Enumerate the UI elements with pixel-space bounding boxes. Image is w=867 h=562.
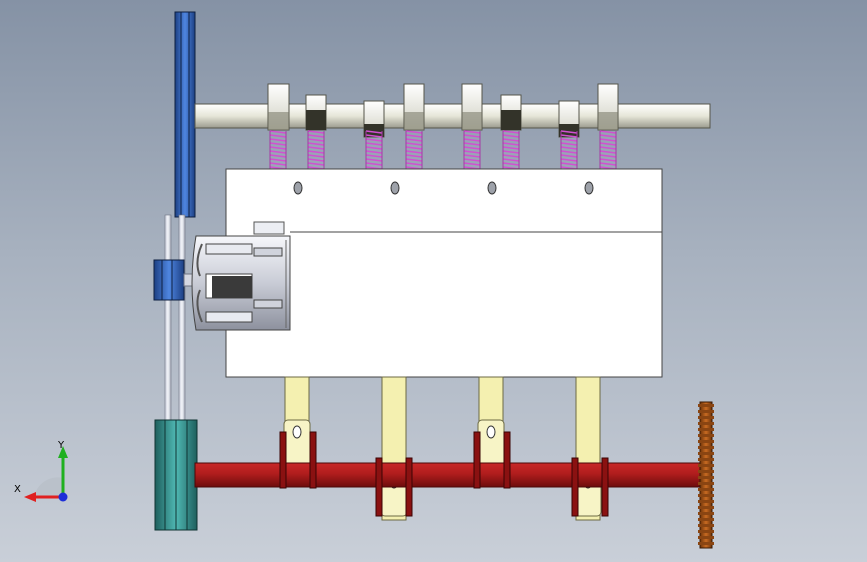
cam-lobe bbox=[363, 100, 385, 138]
cam-lobe bbox=[558, 100, 580, 138]
engine-block[interactable] bbox=[225, 168, 663, 378]
valve-spring bbox=[307, 130, 325, 170]
valve-spring bbox=[463, 130, 481, 170]
valve-spring bbox=[269, 130, 287, 170]
connecting-rod bbox=[283, 376, 311, 471]
connecting-rod bbox=[477, 376, 505, 471]
crankshaft-pulley[interactable] bbox=[154, 419, 198, 531]
cam-lobes[interactable] bbox=[267, 83, 619, 138]
crank-web bbox=[571, 457, 609, 517]
valve-spring bbox=[405, 130, 423, 170]
idler-pulley[interactable] bbox=[153, 259, 199, 301]
connecting-rods[interactable] bbox=[283, 376, 602, 521]
cam-lobe bbox=[267, 83, 290, 131]
rod-bolt-hole bbox=[486, 425, 496, 439]
flywheel-gear[interactable] bbox=[698, 401, 714, 549]
axis-x-label: X bbox=[14, 484, 21, 495]
timing-cover-housing[interactable] bbox=[191, 221, 291, 331]
valve-spring bbox=[599, 130, 617, 170]
coordinate-triad-icon: X Y bbox=[14, 440, 74, 505]
rod-bolt-hole bbox=[292, 425, 302, 439]
crank-web bbox=[375, 457, 413, 517]
cam-lobe bbox=[305, 94, 327, 131]
connecting-rod bbox=[574, 376, 602, 521]
cam-lobe bbox=[461, 83, 483, 131]
head-bolt-holes bbox=[293, 181, 594, 195]
cam-lobe bbox=[597, 83, 619, 131]
valve-spring bbox=[502, 130, 520, 170]
crank-webs[interactable] bbox=[279, 431, 609, 517]
camshaft-pulley[interactable] bbox=[174, 11, 196, 218]
cam-lobe bbox=[500, 94, 522, 131]
axis-y-label: Y bbox=[58, 440, 65, 451]
crank-web bbox=[279, 431, 317, 489]
gear-body bbox=[699, 401, 713, 549]
valve-spring bbox=[365, 130, 383, 170]
crankshaft[interactable] bbox=[194, 462, 701, 488]
connecting-rod bbox=[380, 376, 408, 521]
crank-web bbox=[473, 431, 511, 489]
cam-lobe bbox=[403, 83, 425, 131]
timing-belt bbox=[164, 214, 186, 431]
